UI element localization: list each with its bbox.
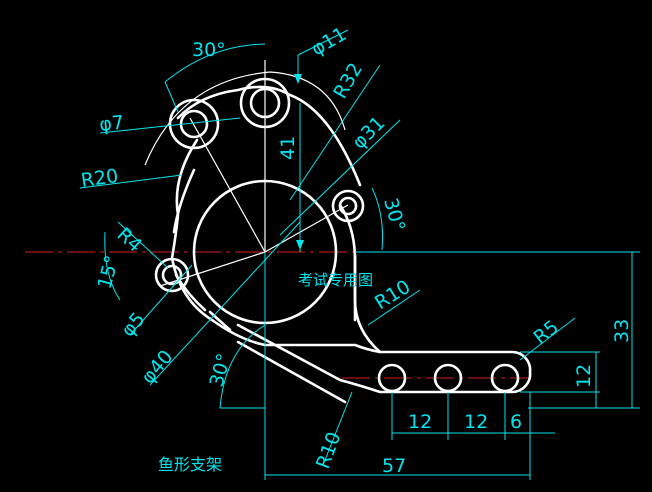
radius-32-label: R32 bbox=[329, 59, 367, 102]
radius-10-lower-label: R10 bbox=[312, 429, 345, 472]
dia-40-label: φ40 bbox=[137, 346, 177, 388]
boss-small-left-hole bbox=[161, 264, 183, 286]
ray-to-small-boss bbox=[159, 251, 266, 287]
dia-5-label: φ5 bbox=[117, 308, 150, 341]
r32-arc bbox=[144, 71, 346, 166]
drawing-caption: 鱼形支架 bbox=[158, 455, 222, 474]
angle-15-label: 15° bbox=[94, 253, 124, 291]
boss-right-outer bbox=[331, 189, 365, 223]
slot-hole-1 bbox=[377, 363, 407, 393]
slot-hole-3 bbox=[490, 363, 520, 393]
angle-right-label: 30° bbox=[379, 196, 409, 234]
radius-5-label: R5 bbox=[530, 316, 563, 349]
boss-small-left-outer bbox=[154, 257, 190, 293]
ray-to-right-boss bbox=[264, 204, 349, 253]
part-geometry bbox=[144, 60, 532, 404]
dimension-lines bbox=[79, 29, 640, 480]
dim-6-label: 6 bbox=[510, 411, 522, 433]
boss-right-hole bbox=[338, 196, 358, 216]
boss-left-outer bbox=[168, 98, 220, 150]
lower-flank bbox=[236, 340, 347, 404]
dim-12-a-label: 12 bbox=[408, 411, 432, 433]
dim-57-label: 57 bbox=[382, 455, 406, 477]
radius-20-label: R20 bbox=[80, 165, 120, 192]
dia-31-label: φ31 bbox=[348, 112, 390, 154]
link-line bbox=[208, 310, 232, 332]
dim-41-label: 41 bbox=[277, 136, 299, 160]
dim-12-b-label: 12 bbox=[464, 411, 488, 433]
top-arc-profile bbox=[176, 85, 362, 187]
watermark-text: 考试专用图 bbox=[298, 271, 373, 289]
dia-7-label: φ7 bbox=[98, 112, 125, 136]
angle-bottom-label: 30° bbox=[206, 351, 236, 389]
dim-33-label: 33 bbox=[611, 319, 633, 343]
outer-profile bbox=[170, 138, 532, 394]
angle-top-label: 30° bbox=[192, 39, 226, 61]
dim-12-vertical-label: 12 bbox=[573, 364, 595, 388]
dia-11-label: φ11 bbox=[308, 23, 351, 60]
left-bump bbox=[172, 168, 196, 234]
ray-to-left-boss bbox=[189, 117, 266, 253]
slot-hole-2 bbox=[433, 363, 463, 393]
left-lower-arc bbox=[174, 273, 207, 312]
